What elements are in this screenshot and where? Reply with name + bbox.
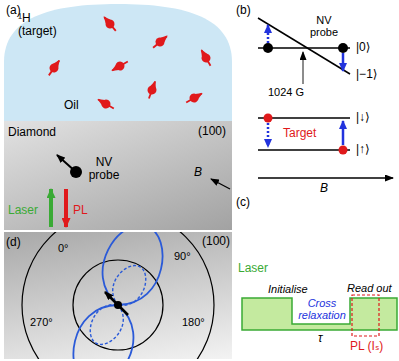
field-value: 1024 G	[268, 86, 304, 98]
laser-pulse-trace	[242, 298, 397, 330]
pl-arrow	[64, 189, 68, 227]
nv-probe-symbol	[57, 155, 82, 178]
readout-window	[352, 295, 379, 336]
crystal-face-label: (100)	[198, 125, 226, 138]
step-label: Initialise	[268, 283, 308, 295]
population-dot	[338, 43, 348, 53]
crystal-face-label: (100)	[202, 235, 230, 248]
state-ket: |↓⟩	[356, 111, 370, 124]
laser-arrow	[49, 189, 53, 227]
panel-label: (d)	[6, 236, 21, 249]
material-label: Diamond	[8, 126, 56, 139]
pl-label: PL	[73, 204, 88, 217]
panel-label: (a)	[6, 4, 21, 17]
transition-arrow	[342, 121, 345, 145]
time-symbol: τ	[318, 332, 323, 345]
population-dot	[264, 114, 273, 123]
probe-label: NV probe	[86, 156, 122, 182]
field-symbol: B	[320, 182, 328, 195]
step-label: Cross relaxation	[296, 297, 348, 321]
state-ket: |↑⟩	[356, 143, 370, 156]
proton-spins	[45, 14, 214, 112]
state-ket: |0⟩	[356, 41, 370, 54]
field-arrow	[258, 177, 393, 178]
laser-label: Laser	[8, 204, 38, 217]
angle-label: 180°	[182, 316, 205, 328]
crossing-pointer	[303, 52, 304, 84]
population-dot	[339, 146, 348, 155]
transition-arrow	[267, 25, 270, 43]
probe-label: NV probe	[306, 14, 342, 38]
target-label: Target	[283, 127, 316, 140]
panel-label: (b)	[236, 4, 251, 17]
polar-plot	[22, 232, 214, 359]
angle-label: 0°	[58, 242, 69, 254]
oil-label: Oil	[64, 99, 79, 112]
laser-label: Laser	[238, 262, 268, 275]
transition-arrow	[267, 123, 270, 147]
angle-label: 270°	[30, 316, 53, 328]
transition-arrow	[342, 53, 345, 71]
step-label: Read out	[347, 282, 392, 294]
target-label: ¹H (target)	[18, 12, 62, 38]
state-ket: |−1⟩	[356, 68, 377, 81]
panel-label: (c)	[236, 196, 250, 209]
angle-label: 90°	[174, 250, 191, 262]
population-dot	[263, 43, 273, 53]
field-symbol: B	[194, 166, 202, 179]
field-arrow	[211, 179, 230, 189]
signal-label: PL (Iₛ)	[350, 340, 383, 353]
